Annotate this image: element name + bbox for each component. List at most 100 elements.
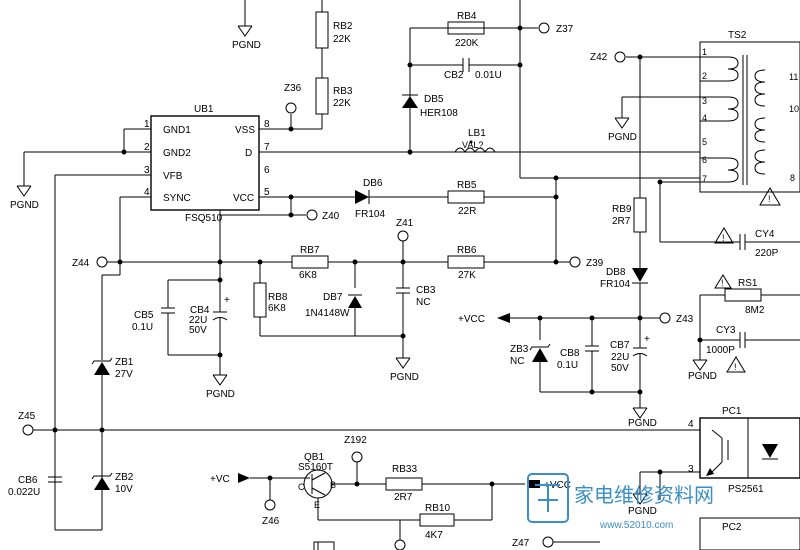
tp-z37-label: Z37	[556, 24, 574, 35]
transformer-ts2	[699, 41, 800, 193]
tp-z45-label: Z45	[18, 411, 36, 422]
testpoint-z45[interactable]	[22, 424, 34, 436]
cb3-ref: CB3	[416, 285, 436, 296]
cy4-value: 220P	[755, 248, 779, 259]
db6-ref: DB6	[363, 178, 383, 189]
lb1-ref: LB1	[468, 128, 486, 139]
testpoint-z40[interactable]	[306, 209, 318, 221]
cb7-value2: 50V	[611, 363, 629, 374]
resistor-rb8	[253, 282, 267, 318]
net-label-pgnd: PGND	[232, 40, 261, 51]
testpoint-z47[interactable]	[542, 536, 554, 548]
diode-db7	[348, 296, 362, 308]
resistor-rb7	[291, 255, 329, 269]
rb5-value: 22R	[458, 206, 476, 217]
ic-pin1-num: 1	[144, 119, 150, 130]
tp-z42-label: Z42	[590, 52, 608, 63]
rb9-value: 2R7	[612, 216, 631, 227]
db8-value: FR104	[600, 279, 630, 290]
testpoint-z41[interactable]	[397, 230, 409, 242]
rb8-ref: RB8	[268, 292, 288, 303]
zener-zb2	[94, 477, 110, 490]
rb3-ref: RB3	[333, 86, 353, 97]
testpoint-z37[interactable]	[538, 22, 550, 34]
diode-db5	[402, 96, 418, 108]
testpoint-z43[interactable]	[659, 312, 671, 324]
testpoint-bottom[interactable]	[394, 539, 406, 550]
resistor-rb4	[447, 21, 485, 35]
testpoint-z192[interactable]	[351, 451, 363, 463]
db5-ref: DB5	[424, 94, 444, 105]
resistor-rb2	[315, 11, 329, 49]
cb3-value: NC	[416, 297, 430, 308]
testpoint-z39[interactable]	[569, 256, 581, 268]
diode-db8	[632, 268, 648, 282]
cb5-value: 0.1U	[132, 322, 153, 333]
ic-pin8-name: VSS	[235, 125, 255, 136]
ic-pin2-name: GND2	[163, 148, 191, 159]
zb1-ref: ZB1	[115, 357, 134, 368]
net-label-pgnd-5: PGND	[608, 132, 637, 143]
pc1-part: PS2561	[728, 484, 764, 495]
testpoint-z46[interactable]	[264, 499, 276, 511]
warning-mark-3: !	[721, 278, 724, 288]
testpoint-z44[interactable]	[96, 256, 108, 268]
zener-zb3	[532, 348, 548, 362]
cb4-ref: CB4	[190, 305, 210, 316]
rs1-ref: RS1	[738, 278, 758, 289]
db7-value: 1N4148W	[305, 308, 350, 319]
db5-value: HER108	[420, 108, 458, 119]
ic-pin3-num: 3	[144, 165, 150, 176]
pc1-ref: PC1	[722, 406, 742, 417]
rb7-value: 6K8	[299, 270, 317, 281]
pc2-ref: PC2	[722, 522, 742, 533]
resistor-rb10	[419, 513, 455, 527]
rb7-ref: RB7	[300, 245, 320, 256]
qb1-pin-c: C	[298, 482, 305, 492]
pc1-pin3: 3	[688, 464, 694, 475]
resistor-rb33	[385, 477, 423, 491]
transistor-qb1	[303, 469, 333, 499]
db7-ref: DB7	[323, 292, 343, 303]
rb6-value: 27K	[458, 270, 476, 281]
rb33-ref: RB33	[392, 464, 417, 475]
warning-icon-2	[714, 227, 734, 244]
resistor-rb5	[447, 190, 485, 204]
ts2-pin6: 6	[702, 155, 707, 165]
cy3-ref: CY3	[716, 325, 736, 336]
rb10-value: 4K7	[425, 530, 443, 541]
rb5-ref: RB5	[457, 180, 477, 191]
ts2-ref: TS2	[728, 30, 747, 41]
ic-pin3-name: VFB	[163, 171, 183, 182]
warning-mark-2: !	[722, 233, 725, 243]
warning-mark-4: !	[734, 362, 737, 372]
ts2-pin11: 11	[789, 72, 798, 82]
rb2-ref: RB2	[333, 21, 353, 32]
diode-db6	[355, 190, 369, 204]
tp-z36-label: Z36	[284, 83, 302, 94]
tp-z46-label: Z46	[262, 516, 280, 527]
warning-icon	[759, 187, 781, 206]
inductor-lb1	[454, 147, 496, 153]
optocoupler-pc2	[699, 517, 800, 550]
testpoint-z42[interactable]	[614, 51, 626, 63]
cb4-value2: 50V	[189, 325, 207, 336]
db6-value: FR104	[355, 209, 385, 220]
ic-pin4-name: SYNC	[163, 193, 191, 204]
cb5-ref: CB5	[134, 310, 154, 321]
net-label-vcc: +VCC	[458, 314, 485, 325]
resistor-rb3	[315, 77, 329, 115]
qb1-ref: QB1	[304, 452, 324, 463]
net-label-pgnd-4: PGND	[206, 389, 235, 400]
ic-pin7-name: D	[245, 148, 252, 159]
testpoint-z36[interactable]	[285, 102, 297, 114]
cb6-value: 0.022U	[8, 487, 40, 498]
resistor-rb9	[633, 197, 647, 233]
qb1-value: S5160T	[298, 462, 333, 473]
cb4-value1: 22U	[189, 315, 207, 326]
warning-icon-4	[726, 356, 746, 373]
ts2-pin10: 10	[789, 104, 799, 114]
db8-ref: DB8	[606, 267, 626, 278]
zb3-value: NC	[510, 356, 524, 367]
cb4-plus: +	[224, 295, 230, 306]
